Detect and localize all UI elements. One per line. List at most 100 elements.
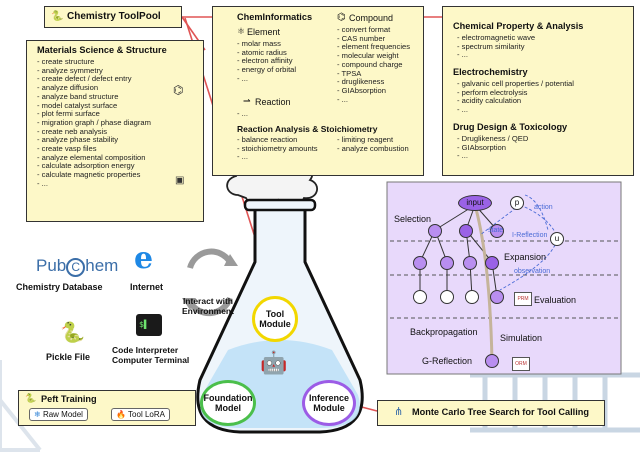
materials-list: create structure analyze symmetry create… (37, 57, 151, 189)
peft-title: Peft Training (41, 394, 97, 404)
tree-node (490, 224, 504, 238)
cheminformatics-box: ChemInformatics ⚛ Element molar mass ato… (212, 6, 424, 176)
list-item: create structure (37, 57, 151, 67)
i-reflection-label: I-Reflection (512, 232, 548, 239)
compound-label: Compound (349, 13, 394, 23)
list-item: galvanic cell properties / potential (457, 79, 574, 89)
list-item: analyze symmetry (37, 66, 151, 76)
pubchem-logo-c: C (66, 258, 86, 277)
list-item: ... (237, 74, 296, 84)
tool-module-circle: Tool Module (252, 296, 298, 342)
tree-node (440, 256, 454, 270)
tree-leaf-node (465, 290, 479, 304)
list-item: molecular weight (337, 51, 410, 61)
list-item: ... (457, 51, 535, 60)
pubchem-logo-text-right: hem (85, 256, 119, 275)
list-item: analyze diffusion (37, 83, 151, 93)
python-icon: 🐍 (25, 393, 37, 403)
compound-list: convert format CAS number element freque… (337, 25, 411, 105)
electrochem-title: Electrochemistry (453, 67, 528, 77)
list-item: spectrum similarity (457, 42, 535, 52)
interact-label-line2: Environment (182, 306, 234, 316)
list-item: atomic radius (237, 48, 296, 58)
simulation-end-node (485, 354, 499, 368)
tool-module-label: Tool Module (255, 309, 295, 329)
list-item: compound charge (337, 60, 410, 70)
interact-label-line1: Interact with (182, 296, 233, 306)
orm-badge: ORM (512, 357, 530, 371)
toolpool-title: Chemistry ToolPool (67, 11, 161, 22)
raw-model-label: Raw Model (42, 410, 83, 419)
interact-label: Interact with Environment (182, 296, 234, 316)
list-item: stoichiometry amounts (237, 144, 318, 154)
tree-leaf-node (413, 290, 427, 304)
list-item: ... (37, 179, 151, 189)
tree-node (428, 224, 442, 238)
foundation-model-circle: Foundation Model (200, 380, 256, 426)
inference-module-label: Inference Module (305, 393, 353, 413)
list-item: analyze band structure (37, 92, 151, 102)
state-label: state (488, 227, 504, 234)
list-item: limiting reagent (337, 135, 409, 145)
robot-icon: 🤖 (260, 350, 288, 375)
drug-title: Drug Design & Toxicology (453, 122, 568, 132)
expansion-label: Expansion (504, 252, 547, 262)
list-item: druglikeness (337, 78, 410, 87)
list-item: calculate adsorption energy (37, 162, 151, 171)
cheminformatics-title: ChemInformatics (237, 12, 313, 22)
atom-icon: ⚛ (237, 26, 246, 36)
simulation-label: Simulation (500, 333, 543, 343)
molecule-structure-icon: ⌬ (173, 83, 184, 97)
element-label: Element (247, 27, 281, 37)
evaluation-label: Evaluation (534, 295, 577, 305)
drug-list: Druglikeness / QED GIAbsorption ... (457, 134, 529, 161)
terminal-label: Code Interpreter Computer Terminal (112, 345, 189, 365)
chemistry-database-label: Chemistry Database (16, 282, 103, 292)
u-node: u (550, 232, 564, 246)
p-node: p (510, 196, 524, 210)
list-item: plot fermi surface (37, 110, 151, 119)
foundation-line2: Model (215, 403, 241, 413)
peft-training-box: 🐍 Peft Training ❄ Raw Model 🔥 Tool LoRA (18, 390, 196, 426)
g-reflection-label: G-Reflection (422, 356, 473, 366)
list-item: ... (337, 95, 410, 105)
tool-lora-chip: 🔥 Tool LoRA (111, 408, 170, 421)
selection-label: Selection (394, 214, 432, 224)
document-icon: ▣ (175, 175, 185, 186)
list-item: migration graph / phase diagram (37, 118, 151, 128)
list-item: energy of orbital (237, 65, 296, 75)
reaction-analysis-right-list: limiting reagent analyze combustion (337, 135, 409, 153)
tree-node (485, 256, 499, 270)
observation-label: observation (514, 268, 551, 275)
materials-title: Materials Science & Structure (37, 45, 167, 55)
list-item: electron affinity (237, 57, 296, 66)
fire-icon: 🔥 (116, 410, 126, 419)
chemprop-list: electromagnetic wave spectrum similarity… (457, 33, 535, 60)
list-item: GIAbsorption (337, 86, 410, 96)
mcts-caption: Monte Carlo Tree Search for Tool Calling (412, 407, 589, 417)
foundation-line1: Foundation (203, 393, 253, 403)
list-item: create vasp files (37, 144, 151, 154)
pickle-file-label: Pickle File (46, 352, 91, 362)
foundation-model-label: Foundation Model (203, 393, 253, 413)
reflection-arrows (479, 194, 556, 291)
mcts-panel (386, 181, 622, 375)
tool-module-line2: Module (259, 319, 291, 329)
input-node-label: input (466, 198, 484, 207)
tree-node (459, 224, 473, 238)
tree-network-icon: ⋔ (394, 406, 404, 418)
list-item: ... (457, 105, 574, 115)
terminal-label-line2: Computer Terminal (112, 355, 190, 365)
list-item: ... (457, 152, 528, 161)
terminal-label-line1: Code Interpreter (112, 345, 179, 355)
list-item: convert format (337, 25, 410, 35)
internet-label: Internet (130, 282, 164, 292)
inference-line2: Module (313, 403, 345, 413)
compound-icon: ⌬ (337, 12, 346, 23)
pubchem-logo-text-left: Pub (36, 256, 67, 275)
electrochem-list: galvanic cell properties / potential per… (457, 79, 574, 115)
list-item: ... (237, 109, 248, 119)
tree-leaf-node (440, 290, 454, 304)
list-item: molar mass (237, 39, 296, 49)
list-item: perform electrolysis (457, 88, 574, 98)
